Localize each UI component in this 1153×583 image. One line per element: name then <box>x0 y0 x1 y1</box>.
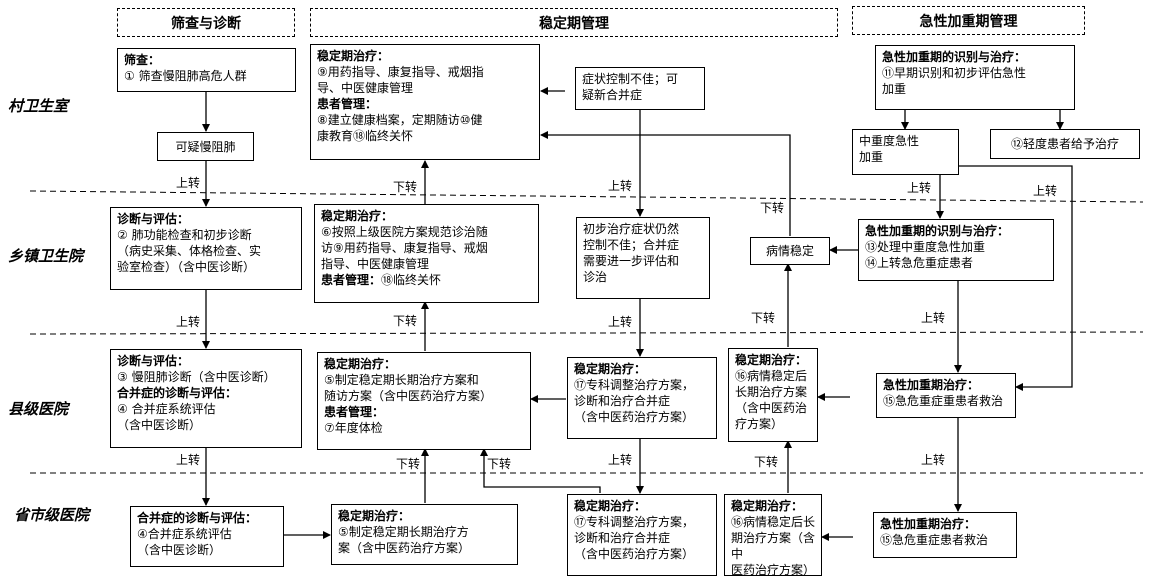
box-township-diagnosis: 诊断与评估： ② 肺功能检查和初步诊断 （病史采集、体格检查、实 验室检查）（含… <box>110 207 302 290</box>
box-suspected-copd: 可疑慢阻肺 <box>157 132 254 161</box>
box-city-diagnosis: 合并症的诊断与评估： ④合并症系统评估 （含中医诊断） <box>130 506 284 567</box>
arrow-moderate-to-county-acute <box>958 165 1073 391</box>
box-city-specialist-adjust: 稳定期治疗： ⑰专科调整治疗方案， 诊断和治疗合并症 （含中医药治疗方案） <box>567 494 717 576</box>
level-village-clinic: 村卫生室 <box>8 97 69 115</box>
box-city-stable-treatment: 稳定期治疗： ⑤制定稳定期长期治疗方 案（含中医药治疗方案） <box>331 504 518 565</box>
box-county-stable-treatment: 稳定期治疗： ⑤制定稳定期长期治疗方案和 随访方案（含中医药治疗方案） 患者管理… <box>317 352 531 450</box>
level-county-hospital: 县级医院 <box>8 400 69 418</box>
label-up-5: 上转 <box>607 315 634 329</box>
box-county-diagnosis: 诊断与评估： ③ 慢阻肺诊断（含中医诊断） 合并症的诊断与评估： ④ 合并症系统… <box>110 349 302 448</box>
box-city-stable-longterm: 稳定期治疗： ⑯病情稳定后长 期治疗方案（含中 医药治疗方案） <box>724 494 822 577</box>
label-down-3: 下转 <box>395 457 422 471</box>
label-down-2: 下转 <box>392 314 419 328</box>
box-condition-stable: 病情稳定 <box>750 237 830 265</box>
label-up-2: 上转 <box>175 315 202 329</box>
box-city-acute: 急性加重期治疗： ⑮急危重症患者救治 <box>873 512 1017 558</box>
level-township-hospital: 乡镇卫生院 <box>8 247 84 265</box>
label-up-9: 上转 <box>920 311 947 325</box>
label-down-1: 下转 <box>392 180 419 194</box>
header-stable-management: 稳定期管理 <box>310 8 838 37</box>
arrow-city-adjust-to-county-stable <box>480 448 601 493</box>
box-county-acute: 急性加重期治疗： ⑮急危重症重患者救治 <box>876 373 1016 418</box>
label-down-7: 下转 <box>753 455 780 469</box>
box-initial-uncontrolled: 初步治疗症状仍然 控制不佳；合并症 需要进一步评估和 诊治 <box>576 217 710 299</box>
label-up-10: 上转 <box>920 453 947 467</box>
level-separator-2 <box>29 331 1144 335</box>
box-county-stable-longterm: 稳定期治疗： ⑯病情稳定后 长期治疗方案 （含中医药治 疗方案） <box>728 348 818 442</box>
level-provincial-city-hospital: 省市级医院 <box>14 506 90 524</box>
label-up-1: 上转 <box>175 176 202 190</box>
box-moderate-severe: 中重度急性 加重 <box>852 129 959 175</box>
label-down-6: 下转 <box>750 311 777 325</box>
box-township-stable-treatment: 稳定期治疗： ⑥按照上级医院方案规范诊治随 访⑨用药指导、康复指导、戒烟 指导、… <box>314 204 539 303</box>
label-up-7: 上转 <box>906 181 933 195</box>
box-title: 筛查： <box>124 53 161 67</box>
box-village-acute-recognition: 急性加重期的识别与治疗： ⑪早期识别和初步评估急性 加重 <box>875 45 1075 110</box>
label-up-4: 上转 <box>607 179 634 193</box>
label-up-8: 上转 <box>1032 184 1059 198</box>
label-up-6: 上转 <box>607 453 634 467</box>
label-down-4: 下转 <box>486 457 513 471</box>
box-screening: 筛查： ① 筛查慢阻肺高危人群 <box>117 48 296 92</box>
box-village-stable-treatment: 稳定期治疗： ⑨用药指导、康复指导、戒烟指 导、中医健康管理 患者管理： ⑧建立… <box>310 44 540 160</box>
box-county-specialist-adjust: 稳定期治疗： ⑰专科调整治疗方案， 诊断和治疗合并症 （含中医药治疗方案） <box>567 357 717 439</box>
label-down-5: 下转 <box>759 201 786 215</box>
box-mild-treatment: ⑫轻度患者给予治疗 <box>990 129 1140 159</box>
arrow-stable-to-village-stable <box>540 131 791 236</box>
label-up-3: 上转 <box>175 453 202 467</box>
box-township-acute: 急性加重期的识别与治疗： ⑬处理中重度急性加重 ⑭上转急危重症患者 <box>858 219 1054 281</box>
box-symptom-uncontrolled: 症状控制不佳；可 疑新合并症 <box>575 67 705 110</box>
header-screening-diagnosis: 筛查与诊断 <box>117 8 295 37</box>
header-acute-management: 急性加重期管理 <box>852 6 1085 35</box>
level-separator-1 <box>29 190 1144 203</box>
